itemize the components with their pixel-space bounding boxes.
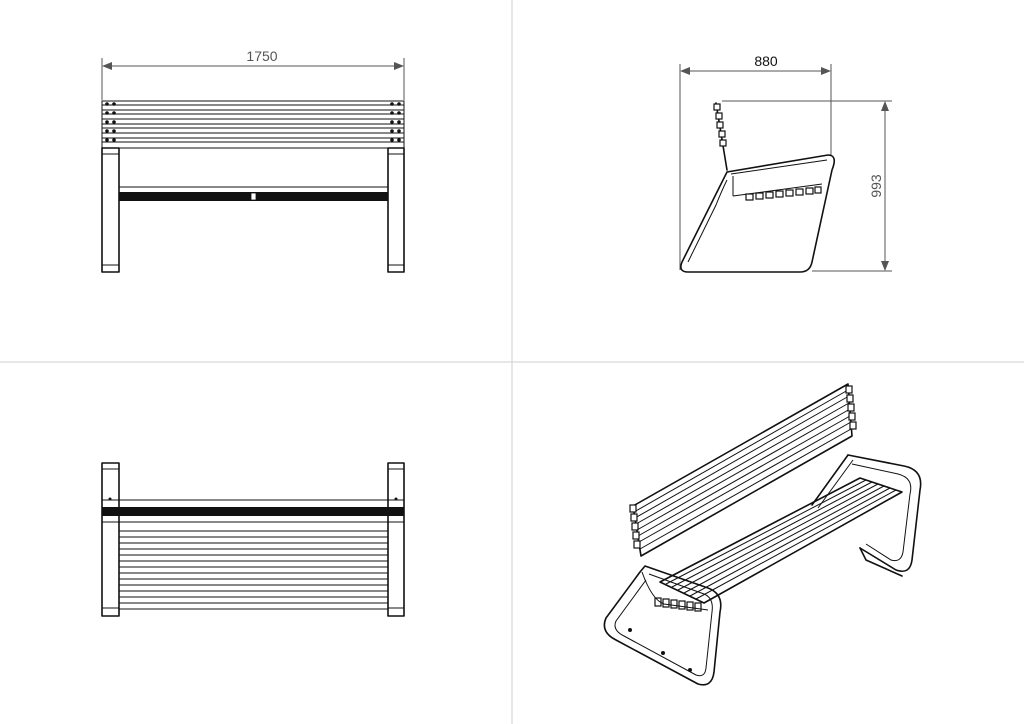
side-seat-slats [745,186,822,201]
front-view: 1750 [101,48,405,273]
iso-seat-slat-ends [654,597,702,612]
side-view: 880 993 [679,53,892,273]
top-backrest [102,499,404,523]
iso-front-frame [603,565,722,686]
top-view [101,462,405,617]
height-dimension: 993 [722,100,892,272]
front-seat-edge [119,186,388,201]
iso-rear-frame [811,454,922,577]
iso-seat-slats [654,477,903,612]
top-legs [101,462,405,617]
front-backrest-slats [101,100,405,149]
height-dimension-label: 993 [868,174,884,198]
depth-dimension-label: 880 [754,53,778,69]
front-legs [101,147,405,273]
side-frame [680,154,836,273]
iso-backrest-slats [629,383,857,557]
top-seat-slats [119,530,388,610]
isometric-view [603,383,922,686]
side-backrest-slats [713,102,728,171]
width-dimension-label: 1750 [246,48,277,64]
width-dimension: 1750 [101,48,405,100]
depth-dimension: 880 [679,53,832,270]
